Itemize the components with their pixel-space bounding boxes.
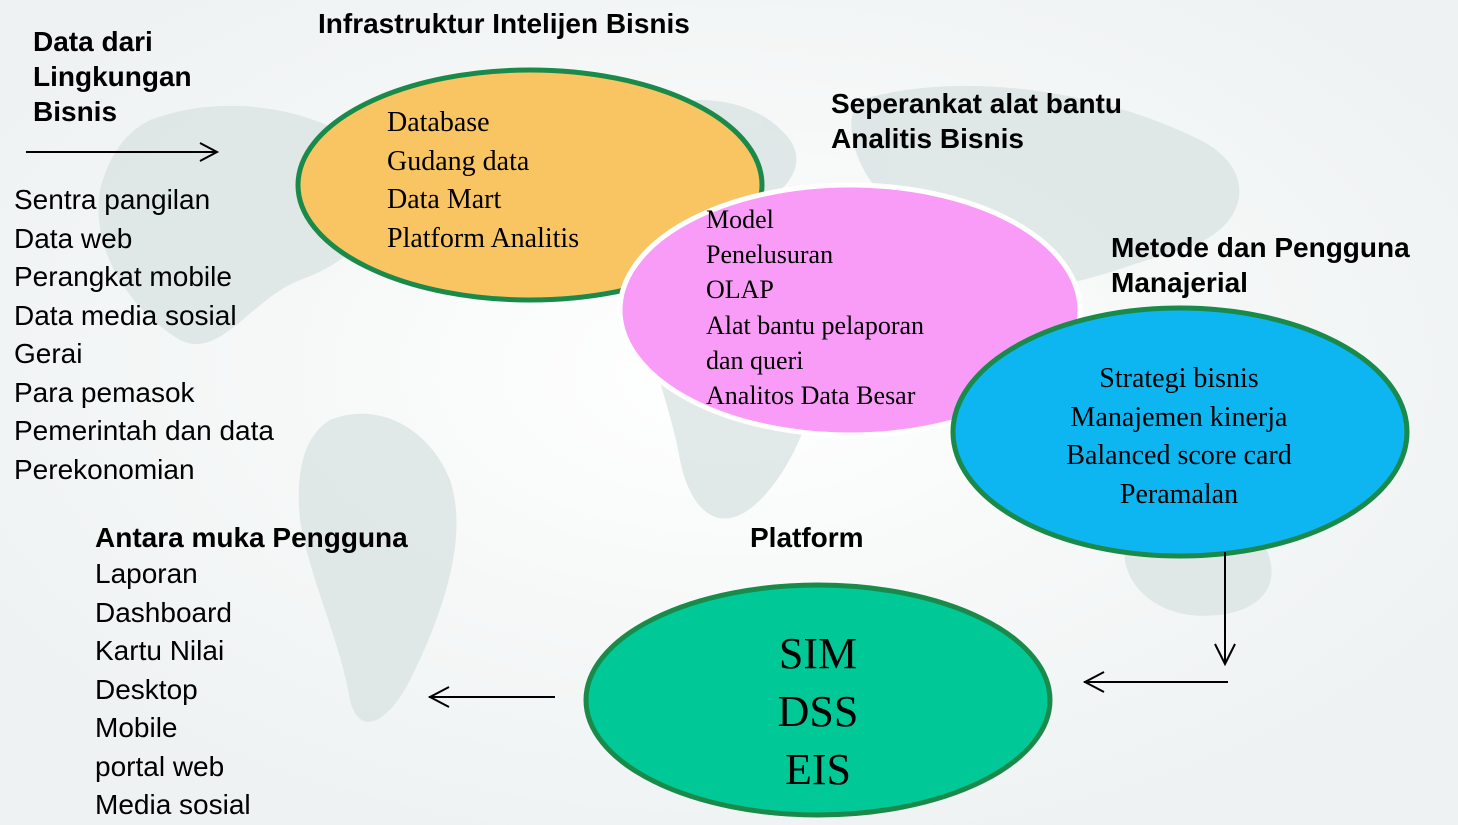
analytics-title-line: Seperankat alat bantu xyxy=(831,88,1122,119)
list-item: Manajemen kinerja xyxy=(1070,401,1288,433)
platform-list: SIM DSS EIS xyxy=(718,625,918,799)
user-interface-title: Antara muka Pengguna xyxy=(95,522,408,553)
list-item: Perangkat mobile xyxy=(14,261,232,292)
list-item: Model xyxy=(706,205,774,234)
down-arrow-icon xyxy=(1214,552,1236,667)
list-item: Strategi bisnis xyxy=(1099,363,1259,394)
list-item: DSS xyxy=(777,687,859,736)
list-item: portal web xyxy=(95,750,225,782)
list-item: Desktop xyxy=(95,673,198,705)
list-item: Penelusuran xyxy=(706,240,834,270)
user-interface-list: Laporan Dashboard Kartu Nilai Desktop Mo… xyxy=(95,555,251,825)
list-item: Kartu Nilai xyxy=(95,635,225,666)
source-title-line: Lingkungan xyxy=(33,61,192,92)
analytics-title: Seperankat alat bantu Analitis Bisnis xyxy=(831,86,1122,156)
list-item: Pemerintah dan data xyxy=(14,415,274,446)
infrastructure-ellipse xyxy=(295,67,765,303)
list-item: Media sosial xyxy=(95,789,251,820)
list-item: EIS xyxy=(785,745,851,794)
managerial-title-line: Metode dan Pengguna xyxy=(1111,232,1410,263)
list-item: Balanced score card xyxy=(1066,440,1292,471)
list-item: SIM xyxy=(778,629,858,678)
list-item: Gerai xyxy=(14,338,83,369)
list-item: Alat bantu pelaporan xyxy=(706,310,925,340)
infrastructure-list: Database Gudang data Data Mart Platform … xyxy=(387,104,579,258)
list-item: Laporan xyxy=(95,558,198,589)
managerial-list: Strategi bisnis Manajemen kinerja Balanc… xyxy=(1029,360,1329,514)
managerial-ellipse xyxy=(950,305,1410,559)
list-item: Platform Analitis xyxy=(387,222,580,254)
source-title-line: Bisnis xyxy=(33,96,118,127)
platform-title: Platform xyxy=(750,522,864,553)
list-item: Analitos Data Besar xyxy=(706,381,916,411)
list-item: Data Mart xyxy=(387,184,502,215)
list-item: Database xyxy=(387,107,490,138)
list-item: Peramalan xyxy=(1119,478,1239,510)
source-list: Sentra pangilan Data web Perangkat mobil… xyxy=(14,181,274,489)
list-item: Para pemasok xyxy=(14,376,195,408)
list-item: OLAP xyxy=(706,275,774,305)
analytics-title-line: Analitis Bisnis xyxy=(831,123,1024,154)
left-arrow-icon xyxy=(427,686,555,708)
source-title-line: Data dari xyxy=(33,26,153,57)
list-item: Dashboard xyxy=(95,596,232,628)
analytics-ellipse xyxy=(617,182,1083,438)
list-item: Perekonomian xyxy=(14,453,195,485)
list-item: Mobile xyxy=(95,712,178,743)
platform-ellipse xyxy=(583,582,1053,818)
infrastructure-title: Infrastruktur Intelijen Bisnis xyxy=(318,8,690,39)
right-arrow-icon xyxy=(26,142,220,162)
list-item: Data web xyxy=(14,222,133,254)
list-item: Data media sosial xyxy=(14,299,237,331)
left-arrow-icon xyxy=(1082,671,1228,693)
source-title: Data dari Lingkungan Bisnis xyxy=(33,24,192,129)
analytics-list: Model Penelusuran OLAP Alat bantu pelapo… xyxy=(706,202,924,413)
list-item: Sentra pangilan xyxy=(14,184,211,215)
managerial-title-line: Manajerial xyxy=(1111,267,1248,298)
list-item: dan queri xyxy=(706,345,804,375)
list-item: Gudang data xyxy=(387,145,530,177)
managerial-title: Metode dan Pengguna Manajerial xyxy=(1111,230,1410,300)
